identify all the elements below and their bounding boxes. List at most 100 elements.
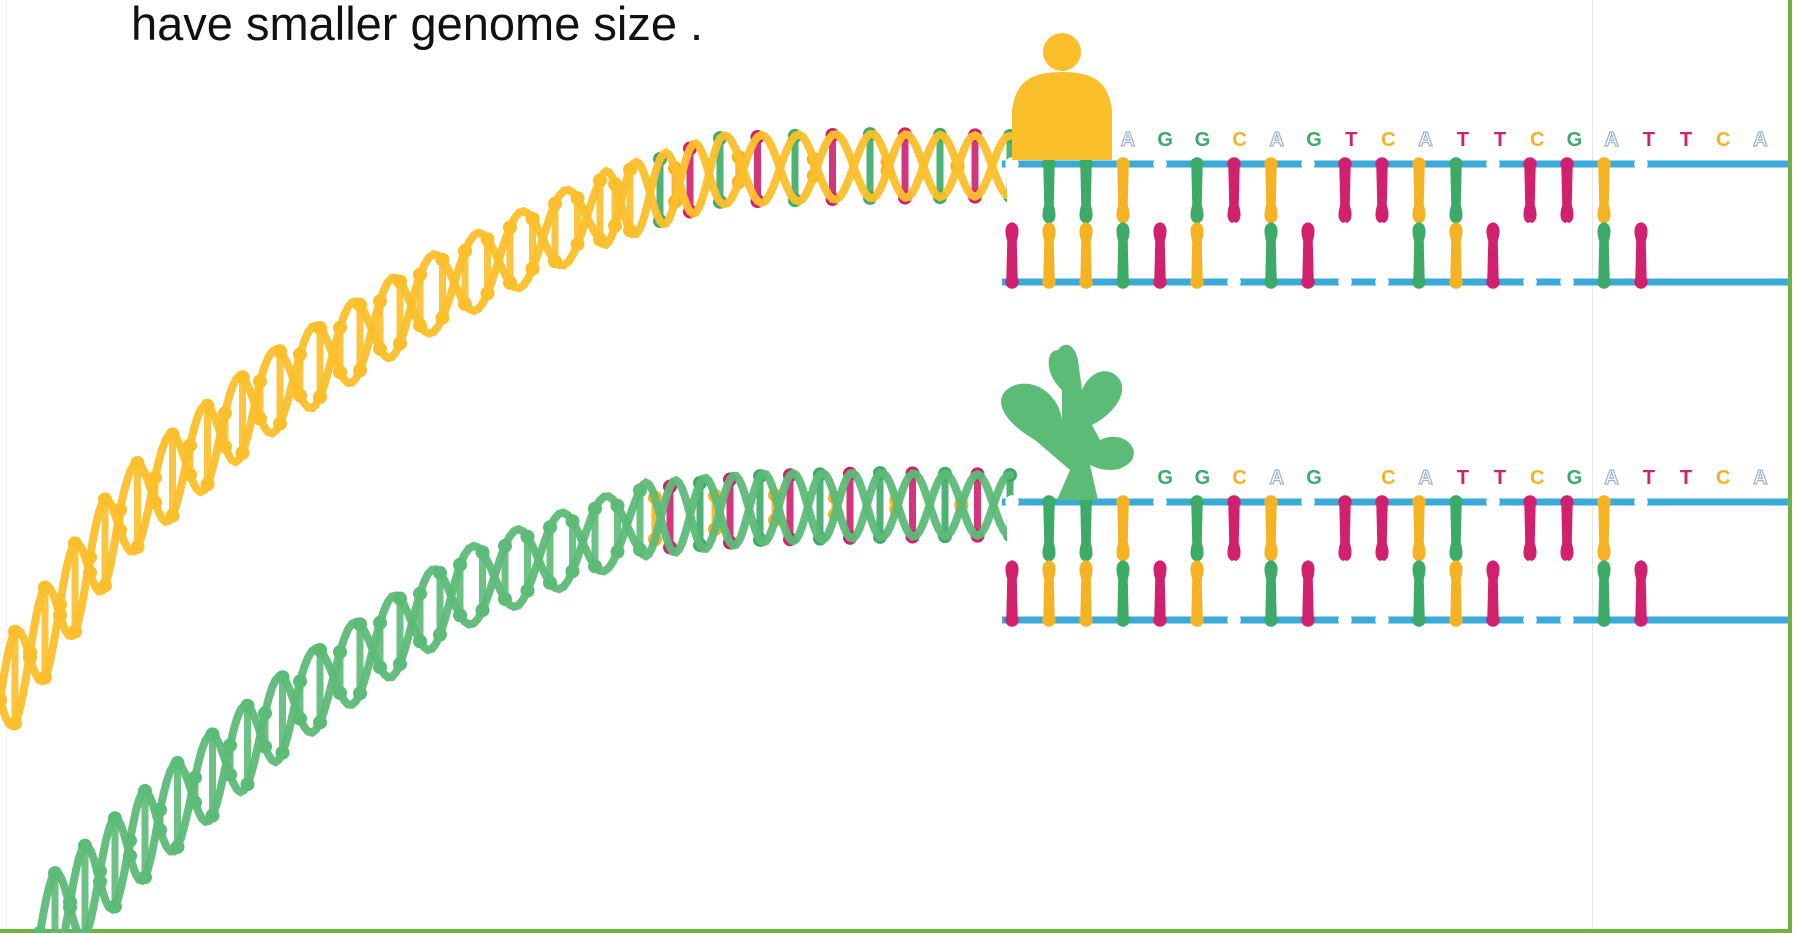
base-pair-bottom-A: [1524, 223, 1536, 282]
base-node: [1376, 614, 1388, 626]
base-node: [1228, 614, 1240, 626]
base-pair-bottom-T: [1635, 561, 1647, 620]
base-node: [1487, 158, 1499, 170]
base-node: [1265, 614, 1277, 626]
base-letter-label: T: [1494, 467, 1506, 489]
base-pair-top-A: [1154, 502, 1166, 561]
base-pair-bottom-T: [1302, 223, 1314, 282]
base-pair-top-C: [1265, 502, 1277, 561]
base-letter-label: T: [1643, 129, 1655, 151]
base-node: [1117, 614, 1129, 626]
base-letter-label: A: [1270, 467, 1284, 489]
base-letter-label: C: [1381, 129, 1395, 151]
base-node: [1524, 276, 1536, 288]
base-node: [1191, 158, 1203, 170]
base-node: [1191, 614, 1203, 626]
base-node: [1154, 614, 1166, 626]
base-pair-bottom-A: [1228, 561, 1240, 620]
base-letter-label: C: [1530, 467, 1544, 489]
base-pair-bottom-G: [1598, 561, 1610, 620]
base-letter-label: C: [1716, 467, 1730, 489]
base-pair-bottom-G: [1598, 223, 1610, 282]
base-letter-label: A: [1753, 467, 1767, 489]
base-pair-bottom-A: [1524, 561, 1536, 620]
base-node: [1339, 496, 1351, 508]
base-node: [1635, 158, 1647, 170]
base-pair-top-T: [1339, 164, 1351, 223]
base-node: [1191, 496, 1203, 508]
base-letter-label: T: [1494, 129, 1506, 151]
person-silhouette-icon: [1012, 33, 1112, 160]
base-pair-top-T: [1376, 164, 1388, 223]
base-pair-top-G: [1450, 164, 1462, 223]
base-pair-bottom-T: [1006, 223, 1018, 282]
base-pair-bottom-T: [1154, 561, 1166, 620]
base-node: [1117, 276, 1129, 288]
base-node: [1302, 614, 1314, 626]
base-node: [1450, 276, 1462, 288]
base-pair-top-G: [1043, 164, 1055, 223]
base-letter-label: A: [1604, 129, 1618, 151]
base-node: [1635, 496, 1647, 508]
plant-silhouette-icon: [1001, 345, 1134, 500]
base-pair-bottom-C: [1080, 223, 1092, 282]
base-pair-top-T: [1228, 502, 1240, 561]
base-node: [1487, 276, 1499, 288]
base-letter-label: T: [1643, 467, 1655, 489]
base-pair-top-C: [1265, 164, 1277, 223]
base-node: [1154, 496, 1166, 508]
base-pair-top-T: [1339, 502, 1351, 561]
base-node: [1080, 614, 1092, 626]
base-pair-top-T: [1524, 502, 1536, 561]
base-node: [1117, 496, 1129, 508]
base-pair-top-G: [1450, 502, 1462, 561]
base-node: [1450, 496, 1462, 508]
base-pair-top-T: [1561, 502, 1573, 561]
base-pair-top-A: [1487, 502, 1499, 561]
base-node: [1524, 496, 1536, 508]
base-pair-top-T: [1376, 502, 1388, 561]
base-node: [1043, 496, 1055, 508]
base-letter-label: G: [1157, 467, 1173, 489]
base-pair-top-C: [1598, 502, 1610, 561]
base-letter-label: G: [1567, 129, 1583, 151]
base-pair-bottom-G: [1413, 561, 1425, 620]
base-letter-label: A: [1418, 129, 1432, 151]
base-pair-bottom-C: [1450, 223, 1462, 282]
base-pair-bottom-A: [1376, 223, 1388, 282]
base-pair-bottom-A: [1339, 561, 1351, 620]
base-pair-bottom-A: [1228, 223, 1240, 282]
base-node: [1043, 276, 1055, 288]
base-pair-top-A: [1154, 164, 1166, 223]
base-node: [1561, 276, 1573, 288]
base-pair-bottom-A: [1339, 223, 1351, 282]
base-node: [1487, 614, 1499, 626]
base-pair-top-A: [1006, 502, 1018, 561]
base-pair-top-G: [1043, 502, 1055, 561]
plant-dna-strand: GGCAGCATTCGATTCA: [33, 466, 1788, 933]
base-letter-label: C: [1530, 129, 1544, 151]
base-node: [1413, 158, 1425, 170]
base-pair-bottom-A: [1376, 561, 1388, 620]
base-node: [1598, 614, 1610, 626]
base-letter-label: T: [1680, 129, 1692, 151]
base-letter-label: A: [1753, 129, 1767, 151]
base-pair-bottom-G: [1117, 561, 1129, 620]
base-pair-bottom-T: [1487, 223, 1499, 282]
base-node: [1265, 158, 1277, 170]
base-pair-top-G: [1080, 164, 1092, 223]
base-pair-top-T: [1228, 164, 1240, 223]
base-pair-top-G: [1191, 502, 1203, 561]
base-node: [1302, 276, 1314, 288]
base-pair-top-A: [1302, 164, 1314, 223]
base-node: [1302, 158, 1314, 170]
base-pair-bottom-T: [1006, 561, 1018, 620]
base-pair-top-C: [1117, 502, 1129, 561]
base-pair-top-A: [1487, 164, 1499, 223]
base-letter-label: C: [1232, 129, 1246, 151]
base-node: [1561, 158, 1573, 170]
base-pair-top-T: [1524, 164, 1536, 223]
